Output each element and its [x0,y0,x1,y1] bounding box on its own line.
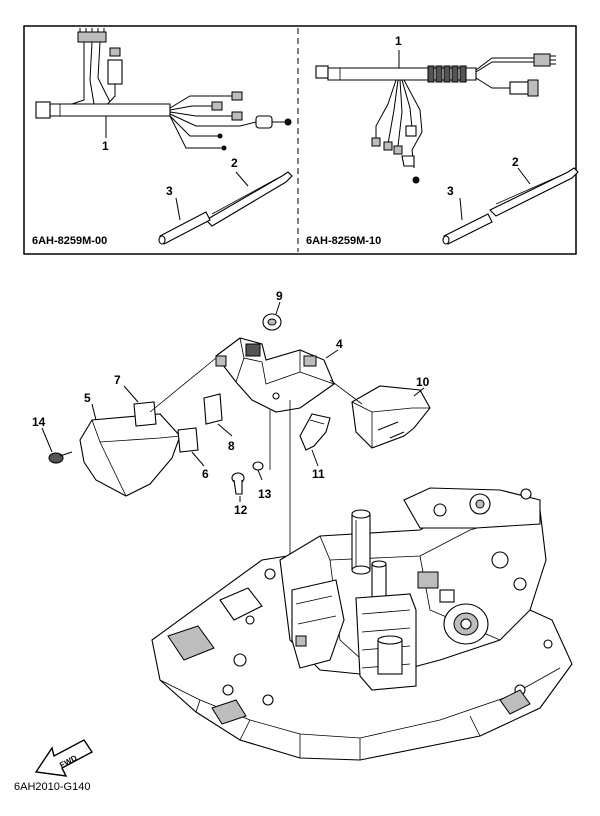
part-7-gasket [123,385,157,427]
part-8-plate [203,393,233,437]
fwd-arrow-icon: FWD [34,739,94,777]
callout-12: 12 [234,503,248,517]
part-9-grommet [262,301,282,331]
callout-9: 9 [276,289,283,303]
panel-code-right: 6AH-8259M-10 [306,235,381,247]
callout-7: 7 [114,373,121,387]
callout-10: 10 [416,375,430,389]
part-10-cover [351,385,431,449]
callout-8: 8 [228,439,235,453]
part-11-clip [299,413,331,467]
callout-right-2: 2 [512,155,519,169]
callout-13: 13 [258,487,272,501]
panel-code-left: 6AH-8259M-00 [32,235,107,247]
tube-left [158,197,211,245]
tube-right [442,197,493,245]
part-13-washer [252,461,264,481]
engine-block [151,487,573,761]
callout-left-1: 1 [102,139,109,153]
callout-6: 6 [202,467,209,481]
callout-left-3: 3 [166,184,173,198]
part-6-gasket [177,427,205,467]
callout-left-2: 2 [231,156,238,170]
part-14-bolt [41,427,73,464]
callout-right-1: 1 [395,34,402,48]
part-12-bolt [231,472,245,502]
callout-14: 14 [32,415,46,429]
part-4-bracket [215,337,339,413]
callout-4: 4 [336,337,343,351]
wire-harness-left [35,28,292,151]
callout-11: 11 [312,467,325,481]
callout-5: 5 [84,391,91,405]
part-5-panel [79,403,181,497]
wire-harness-right [315,50,556,184]
cable-tie-right [489,167,579,217]
cable-tie-left [205,171,293,227]
figure-code: 6AH2010-G140 [14,781,90,793]
callout-right-3: 3 [447,184,454,198]
